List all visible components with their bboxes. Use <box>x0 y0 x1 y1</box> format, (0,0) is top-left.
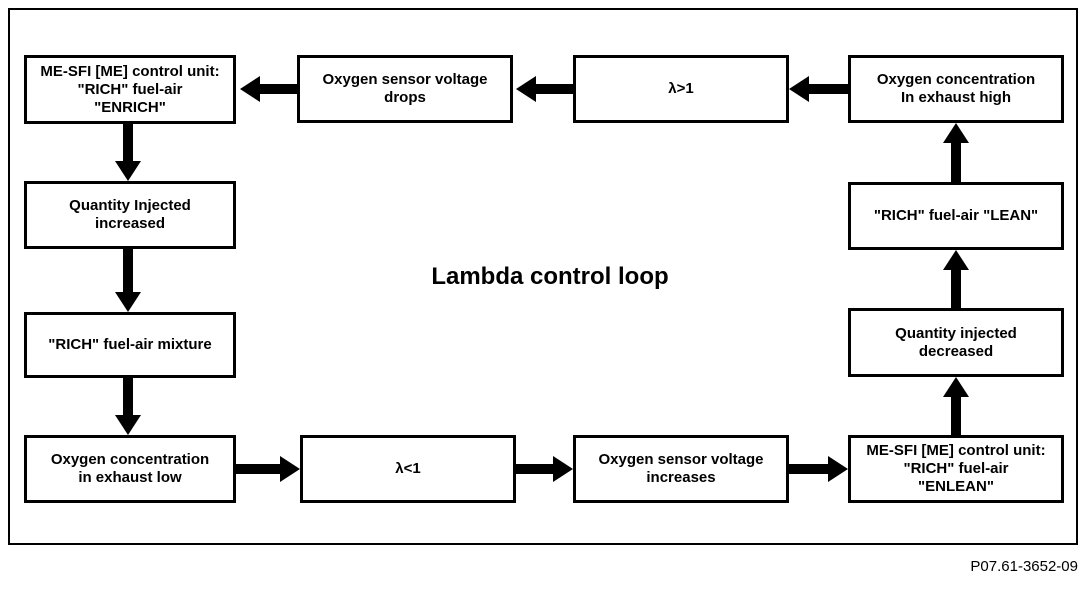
node-oxygen-sensor-voltage-increases: Oxygen sensor voltage increases <box>573 435 789 503</box>
arrow-shaft <box>260 84 297 94</box>
arrow-shaft <box>951 270 961 308</box>
drawing-code: P07.61-3652-09 <box>970 558 1078 575</box>
arrow-down-icon <box>115 249 141 312</box>
arrow-up-icon <box>943 123 969 182</box>
arrow-shaft <box>951 143 961 182</box>
node-quantity-injected-increased: Quantity Injected increased <box>24 181 236 249</box>
arrowhead-up-icon <box>943 250 969 270</box>
arrow-shaft <box>123 378 133 415</box>
arrow-right-icon <box>236 456 300 482</box>
arrowhead-up-icon <box>943 377 969 397</box>
arrow-up-icon <box>943 250 969 308</box>
node-rich-fuel-air-mixture: "RICH" fuel-air mixture <box>24 312 236 378</box>
arrow-shaft <box>236 464 280 474</box>
arrow-left-icon <box>240 76 297 102</box>
arrowhead-left-icon <box>789 76 809 102</box>
node-lambda-greater-than-1: λ>1 <box>573 55 789 123</box>
arrow-down-icon <box>115 378 141 435</box>
arrowhead-down-icon <box>115 292 141 312</box>
node-quantity-injected-decreased: Quantity injected decreased <box>848 308 1064 377</box>
arrow-shaft <box>123 249 133 292</box>
arrow-left-icon <box>516 76 573 102</box>
node-lambda-less-than-1: λ<1 <box>300 435 516 503</box>
arrow-shaft <box>809 84 848 94</box>
arrowhead-right-icon <box>553 456 573 482</box>
arrowhead-up-icon <box>943 123 969 143</box>
arrow-right-icon <box>516 456 573 482</box>
arrowhead-left-icon <box>240 76 260 102</box>
arrowhead-right-icon <box>828 456 848 482</box>
arrowhead-left-icon <box>516 76 536 102</box>
arrow-right-icon <box>789 456 848 482</box>
diagram-title: Lambda control loop <box>431 263 669 290</box>
node-oxygen-sensor-voltage-drops: Oxygen sensor voltage drops <box>297 55 513 123</box>
arrow-shaft <box>123 124 133 161</box>
arrowhead-down-icon <box>115 161 141 181</box>
arrow-shaft <box>789 464 828 474</box>
arrow-down-icon <box>115 124 141 181</box>
arrow-up-icon <box>943 377 969 435</box>
node-me-sfi-enlean: ME-SFI [ME] control unit: "RICH" fuel-ai… <box>848 435 1064 503</box>
arrow-shaft <box>516 464 553 474</box>
node-rich-fuel-air-lean: "RICH" fuel-air "LEAN" <box>848 182 1064 250</box>
arrow-shaft <box>951 397 961 435</box>
arrowhead-right-icon <box>280 456 300 482</box>
node-oxygen-concentration-low: Oxygen concentration in exhaust low <box>24 435 236 503</box>
arrow-shaft <box>536 84 573 94</box>
node-oxygen-concentration-high: Oxygen concentration In exhaust high <box>848 55 1064 123</box>
arrow-left-icon <box>789 76 848 102</box>
arrowhead-down-icon <box>115 415 141 435</box>
node-me-sfi-enrich: ME-SFI [ME] control unit: "RICH" fuel-ai… <box>24 55 236 124</box>
